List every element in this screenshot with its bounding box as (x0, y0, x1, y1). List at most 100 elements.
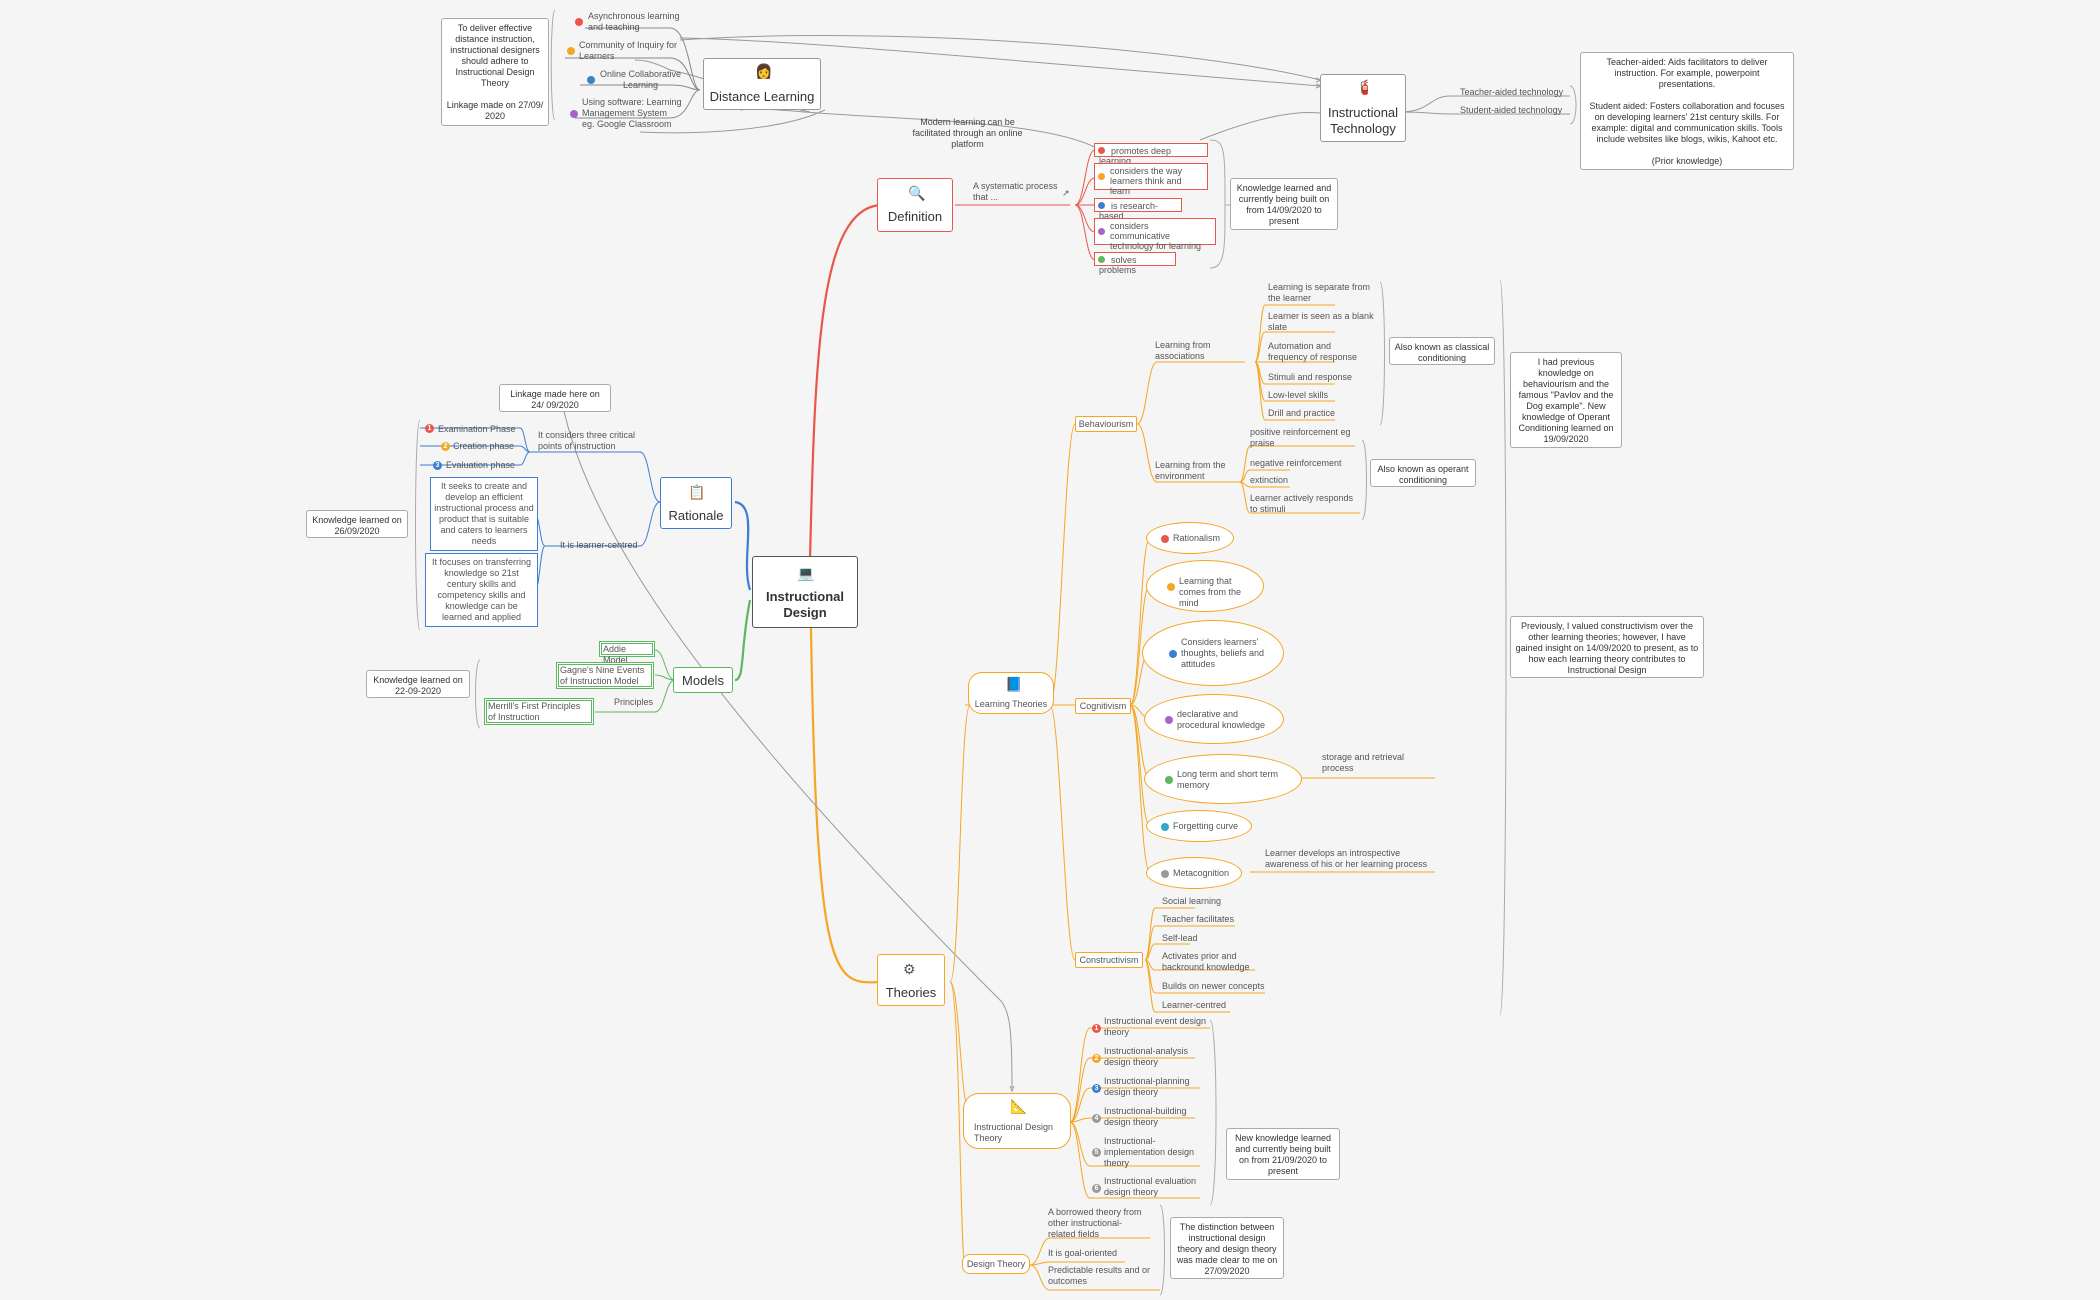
rationale-branch-label: It is learner-centred (560, 540, 638, 550)
cognitivism-item[interactable]: Metacognition (1146, 857, 1242, 889)
instructional-design-theory-topic[interactable]: 📐 Instructional Design Theory (963, 1093, 1071, 1149)
classical-conditioning-note: Also known as classical conditioning (1389, 337, 1495, 365)
association-item[interactable]: Learner is seen as a blank slate (1268, 311, 1374, 332)
rationale-branch-label: It considers three critical points of in… (538, 430, 636, 451)
technology-item[interactable]: Student-aided technology (1460, 105, 1563, 115)
design-theory-item[interactable]: Instructional-planning design theory (1104, 1076, 1190, 1097)
technology-item[interactable]: Teacher-aided technology (1460, 87, 1564, 97)
design-theory-item[interactable]: Instructional-building design theory (1104, 1106, 1187, 1127)
distance-learning-note: To deliver effective distance instructio… (441, 18, 549, 126)
environment-item[interactable]: positive reinforcement eg praise (1250, 427, 1351, 448)
theories-title: Theories (885, 985, 937, 1000)
association-item[interactable]: Drill and practice (1268, 408, 1336, 418)
definition-item[interactable]: promotes deep learning (1094, 143, 1208, 166)
laptop-icon: 💻 (797, 565, 815, 581)
distance-learning-item[interactable]: Online Collaborative Learning (599, 69, 682, 90)
number-five-icon: 5 (1092, 1148, 1101, 1157)
rationale-learner-item[interactable]: It focuses on transferring knowledge so … (425, 553, 538, 627)
constructivism-item[interactable]: Builds on newer concepts (1162, 981, 1265, 991)
definition-title: Definition (887, 209, 943, 224)
association-item[interactable]: Stimuli and response (1268, 372, 1353, 382)
environment-item[interactable]: negative reinforcement (1250, 458, 1342, 468)
design-theory-item[interactable]: Instructional-implementation design theo… (1104, 1136, 1195, 1168)
association-item[interactable]: Automation and frequency of response (1268, 341, 1358, 362)
constructivism-item[interactable]: Learner-centred (1162, 1000, 1227, 1010)
definition-item[interactable]: is research-based (1094, 198, 1182, 221)
design-theory-item[interactable]: Instructional-analysis design theory (1104, 1046, 1189, 1067)
environment-item[interactable]: extinction (1250, 475, 1289, 485)
central-topic[interactable]: 💻 Instructional Design (752, 556, 858, 628)
models-topic[interactable]: Models (673, 667, 733, 693)
distance-learning-item[interactable]: Community of Inquiry for Learners (579, 40, 678, 61)
constructivism-item[interactable]: Self-lead (1162, 933, 1198, 943)
constructivism-item[interactable]: Activates prior and backround knowledge (1162, 951, 1250, 972)
behaviourism-topic[interactable]: Behaviourism (1075, 416, 1137, 432)
bullet-icon (1167, 583, 1175, 591)
gears-icon: ⚙ (903, 961, 916, 977)
bullet-icon (1165, 776, 1173, 784)
cognitivism-topic[interactable]: Cognitivism (1075, 698, 1131, 714)
bullet-icon (1098, 228, 1105, 235)
bullet-icon (587, 76, 595, 84)
number-four-icon: 4 (1092, 1114, 1101, 1123)
definition-item[interactable]: considers communicative technology for l… (1094, 218, 1216, 251)
ruler-triangle-icon: 📐 (1010, 1098, 1028, 1114)
cognitivism-item[interactable]: Rationalism (1146, 522, 1234, 554)
constructivism-item[interactable]: Social learning (1162, 896, 1222, 906)
relationship-label: Modern learning can be facilitated throu… (912, 117, 1023, 149)
model-item[interactable]: Addie Model (599, 641, 655, 665)
constructivism-topic[interactable]: Constructivism (1075, 952, 1143, 968)
learning-theories-title: Learning Theories (974, 699, 1048, 709)
design-theory-detail[interactable]: It is goal-oriented (1048, 1248, 1118, 1258)
environment-item[interactable]: Learner actively responds to stimuli (1250, 493, 1354, 514)
cognitivism-item[interactable]: Learning that comes from the mind (1146, 560, 1264, 612)
number-three-icon: 3 (433, 461, 442, 470)
definition-item[interactable]: solves problems (1094, 252, 1176, 275)
distance-learning-item[interactable]: Using software: Learning Management Syst… (582, 97, 682, 129)
design-theory-item[interactable]: Instructional evaluation design theory (1104, 1176, 1197, 1197)
document-search-icon: 🔍 (908, 185, 926, 201)
definition-item[interactable]: considers the way learners think and lea… (1094, 163, 1208, 196)
models-note: Knowledge learned on 22-09-2020 (366, 670, 470, 698)
behaviourism-title: Behaviourism (1078, 419, 1134, 429)
phase-item[interactable]: Evaluation phase (446, 460, 516, 470)
number-two-icon: 2 (441, 442, 450, 451)
model-item[interactable]: Gagne's Nine Events of Instruction Model (556, 662, 654, 689)
number-six-icon: 6 (1092, 1184, 1101, 1193)
bullet-icon (1161, 535, 1169, 543)
definition-subtitle: A systematic process that ... (973, 181, 1058, 202)
cognitivism-item[interactable]: declarative and procedural knowledge (1144, 694, 1284, 744)
instructional-technology-topic[interactable]: 🧯 Instructional Technology (1320, 74, 1406, 142)
bullet-icon (1098, 173, 1105, 180)
constructivism-item[interactable]: Teacher facilitates (1162, 914, 1235, 924)
rationale-topic[interactable]: 📋 Rationale (660, 477, 732, 529)
bullet-icon (1165, 716, 1173, 724)
design-theory-detail[interactable]: A borrowed theory from other instruction… (1048, 1207, 1142, 1239)
model-item[interactable]: Merrill's First Principles of Instructio… (484, 698, 594, 725)
cognitivism-item[interactable]: Considers learners' thoughts, beliefs an… (1142, 620, 1284, 686)
rationale-learner-item[interactable]: It seeks to create and develop an effici… (430, 477, 538, 551)
phase-item[interactable]: Creation phase (453, 441, 515, 451)
definition-note: Knowledge learned and currently being bu… (1230, 178, 1338, 230)
bullet-icon (1098, 202, 1105, 209)
instructional-design-theory-note: New knowledge learned and currently bein… (1226, 1128, 1340, 1180)
theories-topic[interactable]: ⚙ Theories (877, 954, 945, 1006)
definition-topic[interactable]: 🔍 Definition (877, 178, 953, 232)
cognitivism-item[interactable]: Forgetting curve (1146, 810, 1252, 842)
design-theory-title: Design Theory (966, 1259, 1026, 1269)
association-item[interactable]: Learning is separate from the learner (1268, 282, 1371, 303)
cognitivism-item[interactable]: Long term and short term memory (1144, 754, 1302, 804)
design-theory-item[interactable]: Instructional event design theory (1104, 1016, 1207, 1037)
design-theory-topic[interactable]: Design Theory (962, 1254, 1030, 1274)
number-three-icon: 3 (1092, 1084, 1101, 1093)
association-item[interactable]: Low-level skills (1268, 390, 1329, 400)
number-one-icon: 1 (1092, 1024, 1101, 1033)
phase-item[interactable]: Examination Phase (438, 424, 516, 434)
distance-learning-topic[interactable]: 👩 Distance Learning (703, 58, 821, 110)
distance-learning-item[interactable]: Asynchronous learning and teaching (588, 11, 680, 32)
learning-theories-topic[interactable]: 📘 Learning Theories (968, 672, 1054, 714)
models-branch-label: Principles (614, 697, 654, 707)
models-title: Models (682, 673, 724, 688)
design-theory-detail[interactable]: Predictable results and or outcomes (1048, 1265, 1151, 1286)
